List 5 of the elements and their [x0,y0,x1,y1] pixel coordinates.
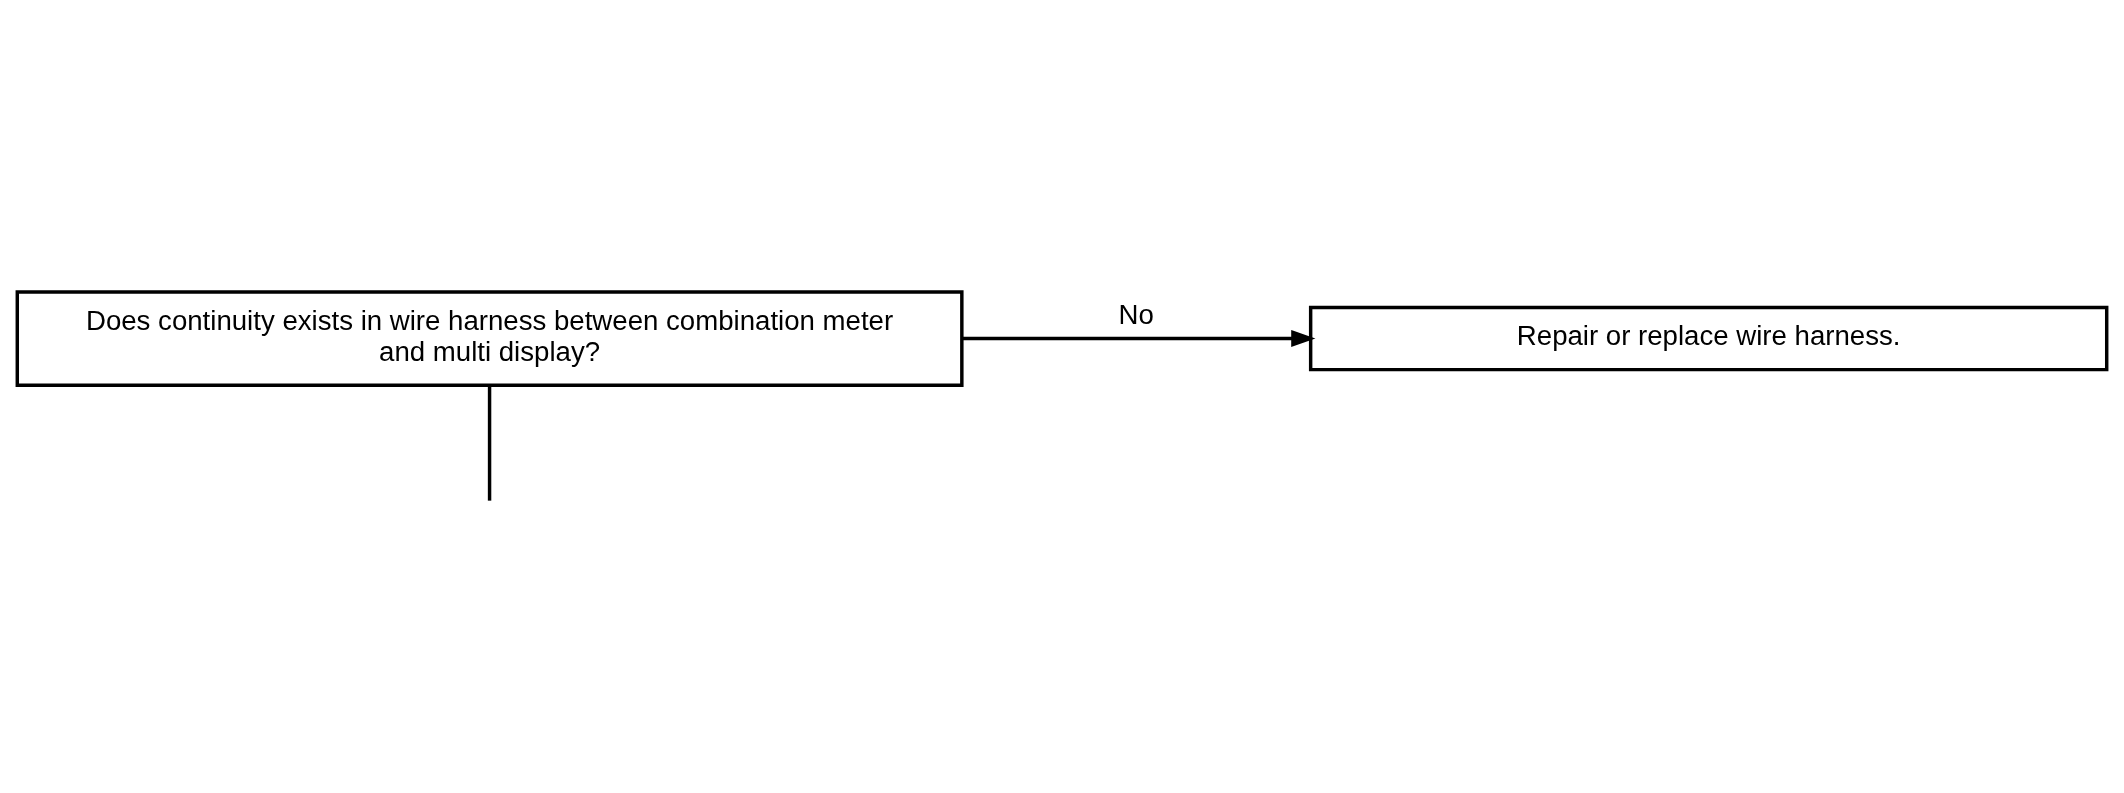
node-box: Does continuity exists in wire harness between combination meter and multi display? [15,289,964,387]
edge-label: No [1118,298,1154,330]
arrow [962,329,1316,347]
connector [487,385,492,501]
node-box: Repair or replace wire harness. [1308,305,2109,371]
